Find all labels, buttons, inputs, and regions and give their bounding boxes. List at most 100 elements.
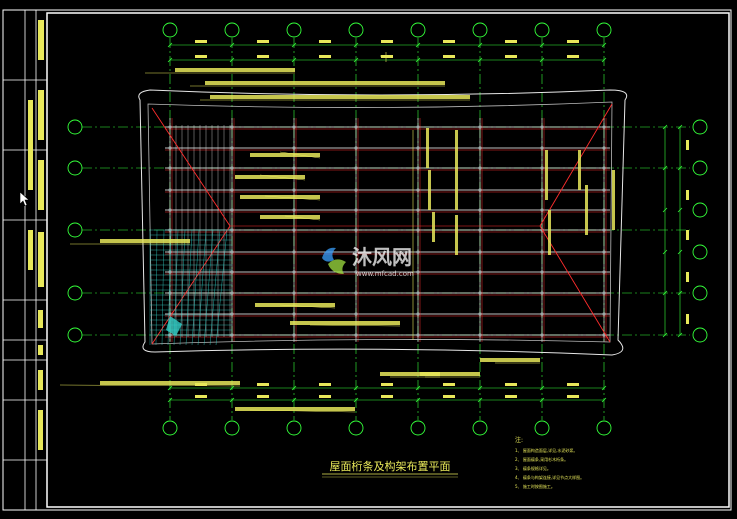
post-node <box>230 166 234 170</box>
post-node <box>478 146 482 150</box>
dimension-value-mark <box>686 230 689 240</box>
post-node <box>168 208 172 212</box>
hatch-line <box>161 229 165 346</box>
dimension-tick <box>662 332 668 338</box>
title-block-strip <box>3 10 47 510</box>
annotation-text-mark <box>480 358 540 362</box>
post-node <box>478 333 482 337</box>
dimension-value-mark <box>319 395 331 398</box>
dimension-tick <box>662 124 668 130</box>
annotation-text-mark <box>380 372 440 376</box>
dimension-value-mark <box>381 395 393 398</box>
post-node <box>230 250 234 254</box>
dimension-value-mark <box>443 395 455 398</box>
dimension-tick <box>539 42 545 48</box>
post-node <box>602 188 606 192</box>
post-node <box>230 188 234 192</box>
axis-bubble <box>67 160 83 176</box>
axis-bubble <box>410 22 426 38</box>
post-node <box>416 188 420 192</box>
note-5: 5、 施工时按图施工。 <box>515 483 555 489</box>
dimension-tick <box>662 207 668 213</box>
post-node <box>354 291 358 295</box>
axis-bubble <box>692 160 708 176</box>
dimension-tick <box>167 397 173 403</box>
dimension-tick <box>677 124 683 130</box>
hatch-fill <box>166 316 182 336</box>
post-node <box>416 208 420 212</box>
dimension-tick <box>353 57 359 63</box>
dimension-tick <box>677 290 683 296</box>
post-node <box>292 312 296 316</box>
annotation-text-mark <box>578 150 581 190</box>
annotation-text-mark <box>612 170 615 230</box>
dimension-tick <box>539 57 545 63</box>
annotation-text-mark <box>260 215 320 219</box>
axis-bubble <box>596 22 612 38</box>
dimension-tick <box>229 42 235 48</box>
axis-bubble <box>692 119 708 135</box>
post-node <box>292 270 296 274</box>
axis-bubble <box>534 420 550 436</box>
post-node <box>540 166 544 170</box>
annotation-text-mark <box>235 175 305 179</box>
axis-bubble <box>472 420 488 436</box>
axis-bubble <box>67 119 83 135</box>
drawing-border <box>46 12 730 508</box>
post-node <box>354 250 358 254</box>
post-node <box>602 250 606 254</box>
post-node <box>602 208 606 212</box>
dimension-value-mark <box>195 395 207 398</box>
post-node <box>354 228 358 232</box>
dimension-tick <box>662 290 668 296</box>
post-node <box>292 228 296 232</box>
post-node <box>230 270 234 274</box>
axis-bubble <box>534 22 550 38</box>
dimension-value-mark <box>319 383 331 386</box>
dimension-tick <box>601 57 607 63</box>
dimension-tick <box>601 385 607 391</box>
axis-bubble <box>224 420 240 436</box>
hip-lines <box>151 103 613 345</box>
title-block-text-marks <box>28 20 44 450</box>
axis-bubble <box>692 202 708 218</box>
dimension-tick <box>477 42 483 48</box>
dimension-tick <box>291 42 297 48</box>
post-node <box>354 166 358 170</box>
axis-bubble <box>692 285 708 301</box>
dimension-value-mark <box>381 383 393 386</box>
dimension-tick <box>415 42 421 48</box>
dimension-tick <box>539 397 545 403</box>
mouse-pointer-icon <box>20 192 30 206</box>
dimension-tick <box>477 385 483 391</box>
rafter-hatch-area <box>149 229 232 346</box>
post-node <box>168 125 172 129</box>
note-2: 2、 屋面檩条,采用杉木桁条。 <box>515 456 568 462</box>
annotation-text-mark <box>548 210 551 255</box>
hatch-line <box>155 229 158 346</box>
leader-line <box>59 384 241 387</box>
post-node <box>354 146 358 150</box>
dimension-value-mark <box>319 40 331 43</box>
axis-bubble <box>224 22 240 38</box>
dimension-value-mark <box>686 190 689 200</box>
annotation-text-mark <box>455 170 458 210</box>
dimension-tick <box>167 57 173 63</box>
dimension-value-mark <box>443 383 455 386</box>
annotation-text-mark <box>175 68 295 72</box>
dimension-value-mark <box>257 395 269 398</box>
dimension-tick <box>291 397 297 403</box>
post-node <box>292 146 296 150</box>
post-node <box>602 146 606 150</box>
dimension-value-mark <box>257 383 269 386</box>
watermark: 沐风网 www.mfcad.com <box>322 245 414 278</box>
dimension-value-mark <box>257 55 269 58</box>
annotation-text-mark <box>455 215 458 255</box>
axis-bubble <box>410 420 426 436</box>
axis-bubble <box>692 327 708 343</box>
post-node <box>354 333 358 337</box>
post-node <box>602 166 606 170</box>
watermark-url: www.mfcad.com <box>356 270 414 278</box>
post-node <box>416 291 420 295</box>
